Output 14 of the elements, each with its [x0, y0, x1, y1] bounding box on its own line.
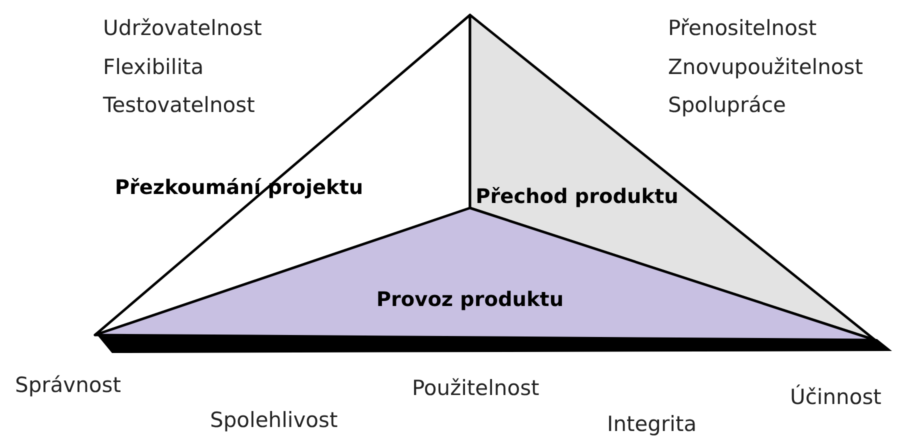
face-heading: Přechod produktu	[476, 184, 678, 208]
quality-factor-label: Integrita	[607, 412, 697, 436]
face-heading: Provoz produktu	[376, 287, 564, 311]
quality-factor-label: Účinnost	[790, 385, 882, 409]
quality-factor-label: Spolupráce	[668, 93, 786, 117]
quality-factor-label: Správnost	[15, 373, 121, 397]
quality-factor-label: Znovupoužitelnost	[668, 55, 863, 79]
quality-factor-label: Použitelnost	[412, 376, 540, 400]
quality-factor-label: Flexibilita	[103, 55, 204, 79]
quality-factor-label: Udržovatelnost	[103, 16, 262, 40]
quality-factor-label: Testovatelnost	[103, 93, 255, 117]
quality-factor-label: Spolehlivost	[210, 408, 338, 432]
quality-factor-label: Přenositelnost	[668, 16, 817, 40]
face-heading: Přezkoumání projektu	[114, 175, 364, 199]
